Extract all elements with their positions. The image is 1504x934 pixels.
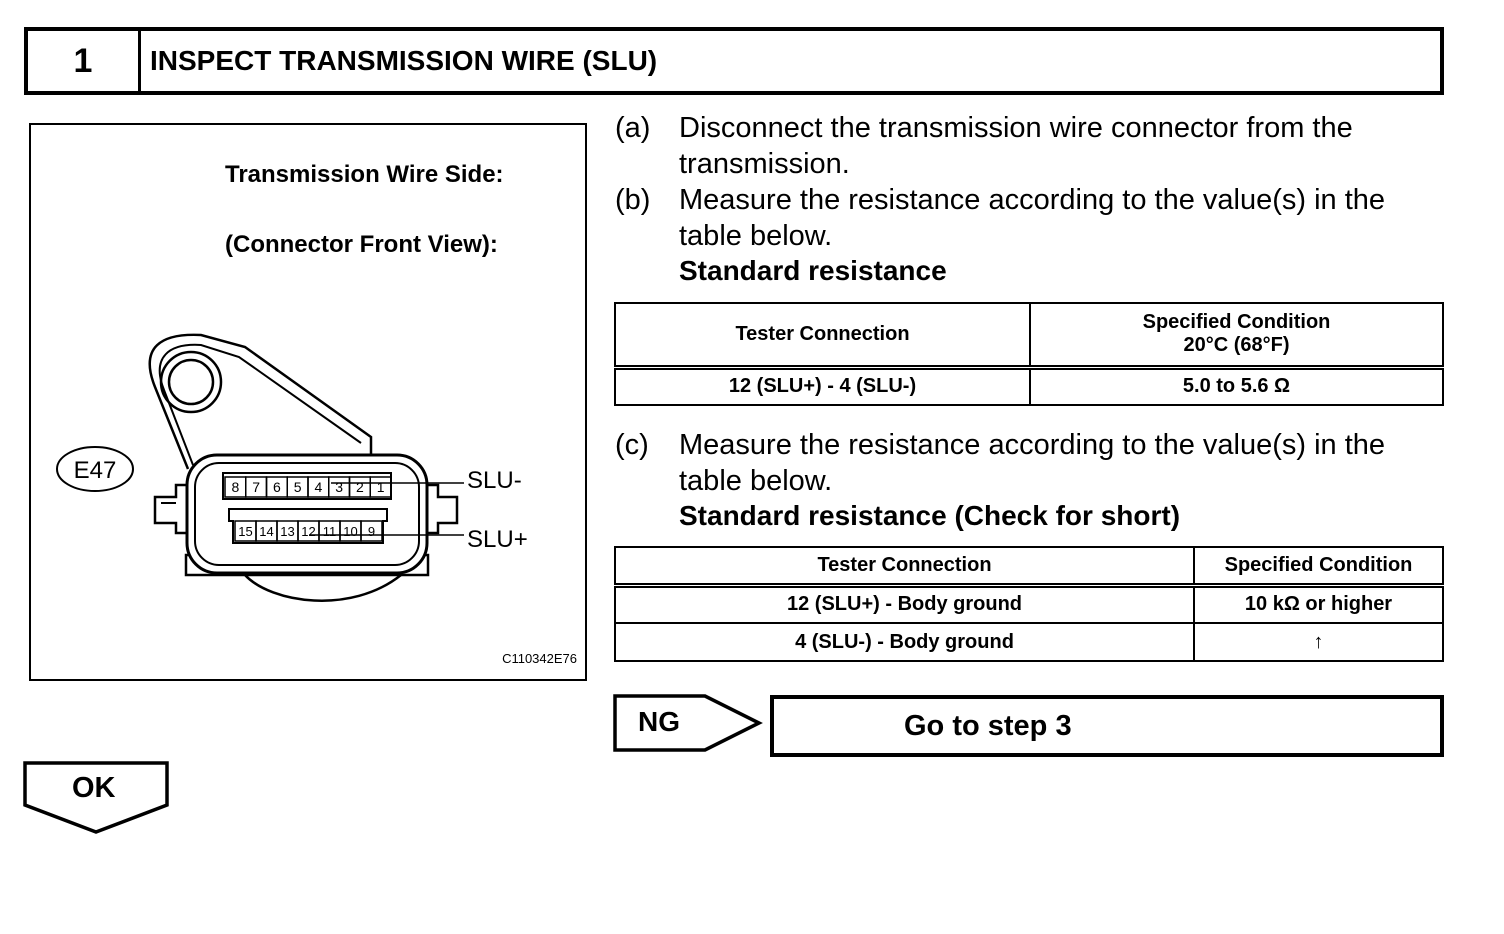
pin-number: 11 [323,524,337,539]
figure-code: C110342E76 [502,651,577,666]
connector-figure: Transmission Wire Side: (Connector Front… [29,123,587,681]
figure-label-view: (Connector Front View): [225,231,498,258]
pin-number: 6 [273,479,281,495]
step-a-letter: (a) [615,112,651,144]
short-check-table: Tester Connection Specified Condition 12… [614,546,1444,662]
col-tester-connection: Tester Connection [614,302,1031,370]
ok-label: OK [72,772,116,804]
pin-number: 5 [294,479,302,495]
callout-slu-minus: SLU- [467,467,522,494]
step-a-text: Disconnect the transmission wire connect… [679,112,1353,180]
pin-number: 1 [377,479,385,495]
connector-flange [148,333,373,470]
col-specified-condition-label: Specified Condition [1142,311,1331,334]
pin-number: 12 [301,524,315,539]
connector-id-ellipse [56,446,134,492]
standard-resistance-title: Standard resistance [679,255,947,286]
step-b-letter: (b) [615,184,651,216]
goto-step-text: Go to step 3 [904,709,1072,742]
step-number: 1 [28,31,141,91]
step-title: INSPECT TRANSMISSION WIRE (SLU) [150,45,658,76]
col-tester-connection: Tester Connection [614,546,1195,588]
pins-bottom-row: 15 14 13 12 11 10 9 [234,520,383,542]
pin-number: 4 [314,479,322,495]
bolt-hole [159,350,223,414]
cell-condition: 5.0 to 5.6 Ω [1029,366,1444,406]
step-b-text: Measure the resistance according to the … [679,184,1386,252]
goto-step-box[interactable]: Go to step 3 [770,695,1444,757]
cell-connection: 4 (SLU-) - Body ground [614,622,1195,662]
pin-number: 9 [368,524,375,539]
table-header-row: Tester Connection Specified Condition [614,546,1444,588]
ng-arrow-shape [613,694,763,752]
cell-condition: ↑ [1193,622,1444,662]
pin-cell [360,520,383,542]
connector-id: E47 [74,457,117,484]
col-temperature: 20°C (68°F) [1183,334,1290,357]
pin-number: 7 [252,479,260,495]
pin-number: 13 [280,524,294,539]
pin-number: 10 [343,524,357,539]
pin-number: 2 [356,479,364,495]
table-row: 4 (SLU-) - Body ground ↑ [614,622,1444,662]
ok-arrow-shape [23,761,169,834]
cell-condition: 10 kΩ or higher [1193,584,1444,624]
short-check-title: Standard resistance (Check for short) [679,500,1181,531]
resistance-table: Tester Connection Specified Condition 20… [614,302,1444,406]
pin-cell [369,476,392,498]
pin-number: 15 [238,524,252,539]
step-c-text: Measure the resistance according to the … [679,429,1386,497]
pin-number: 8 [231,479,239,495]
figure-label-side: Transmission Wire Side: [225,161,504,188]
cell-connection: 12 (SLU+) - 4 (SLU-) [614,366,1031,406]
ng-label: NG [638,706,680,737]
table-header-row: Tester Connection Specified Condition 20… [614,302,1444,370]
col-specified-condition: Specified Condition [1193,546,1444,588]
step-c-letter: (c) [615,429,649,461]
callout-slu-plus: SLU+ [467,526,528,553]
pin-number: 3 [335,479,343,495]
table-row: 12 (SLU+) - 4 (SLU-) 5.0 to 5.6 Ω [614,366,1444,406]
step-header: 1 INSPECT TRANSMISSION WIRE (SLU) [24,27,1444,95]
pin-number: 14 [259,524,273,539]
table-row: 12 (SLU+) - Body ground 10 kΩ or higher [614,584,1444,624]
col-specified-condition: Specified Condition 20°C (68°F) [1029,302,1444,370]
cell-connection: 12 (SLU+) - Body ground [614,584,1195,624]
